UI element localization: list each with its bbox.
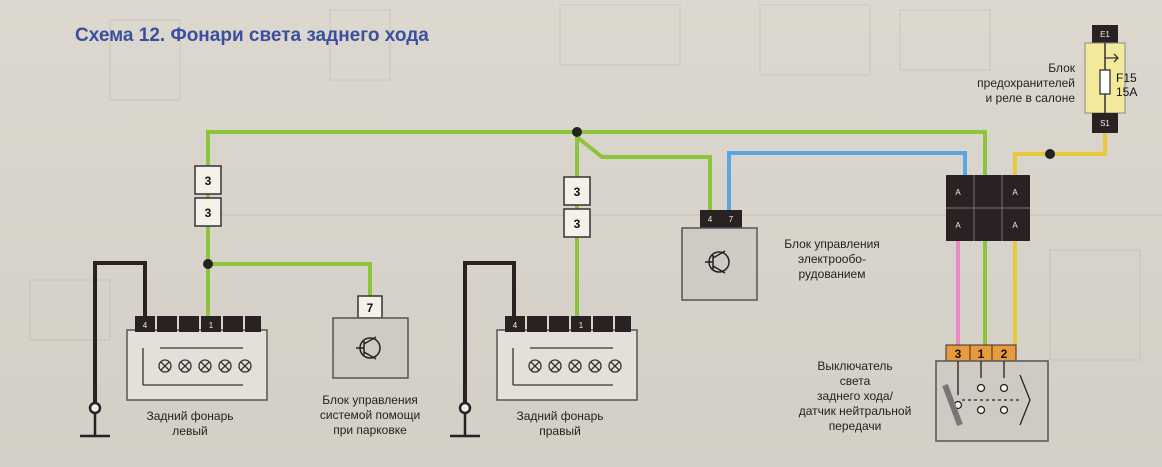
electro-equipment-unit: 4 7 Блок управления электрообо- рудовани…	[681, 210, 880, 301]
lamp-left-label-line1: Задний фонарь	[146, 409, 233, 423]
switch-label-line4: датчик нейтральной	[799, 404, 912, 418]
junction-dot-top	[572, 127, 582, 137]
parking-label-line2: системой помощи	[320, 408, 420, 422]
electro-label-line1: Блок управления	[784, 237, 880, 251]
bulb-icon	[178, 359, 192, 373]
switch-contacts-icon	[942, 361, 1031, 427]
fuse-label-line2: предохранителей	[977, 76, 1075, 90]
relay-connector-block: A A A A	[946, 175, 1030, 241]
switch-label-line5: передачи	[829, 419, 882, 433]
transistor-icon	[356, 336, 381, 360]
fuse-rating: 15A	[1116, 85, 1137, 99]
reverse-light-switch: 3 1 2 Выключатель света заднего хода/ да…	[799, 344, 1049, 442]
fuse-pin-top: E1	[1100, 30, 1110, 39]
ground-wire-right	[463, 261, 516, 405]
bulb-icon	[588, 359, 602, 373]
electro-label-line2: электрообо-	[798, 252, 866, 266]
connector-left-lower-label: 3	[205, 206, 212, 220]
electro-pin-7: 7	[729, 215, 734, 224]
ground-terminal-right	[458, 401, 472, 415]
tail-lamp-left: 4 1 Задний фонарь левый	[126, 316, 268, 438]
switch-label-line2: света	[840, 374, 871, 388]
switch-pin-3: 3	[955, 347, 962, 361]
fuse-icon	[1099, 69, 1111, 95]
transistor-icon	[705, 250, 730, 274]
junction-dots	[203, 127, 1055, 269]
connector-right-lower-label: 3	[574, 217, 581, 231]
bulb-icon	[218, 359, 232, 373]
ground-terminal-left	[88, 401, 102, 415]
lamp-right-label-line1: Задний фонарь	[516, 409, 603, 423]
relay-pin-a1: A	[955, 188, 961, 197]
parking-label-line1: Блок управления	[322, 393, 418, 407]
diagram-title: Схема 12. Фонари света заднего хода	[75, 25, 429, 46]
lamp-right-label-line2: правый	[539, 424, 581, 438]
switch-label-line3: заднего хода/	[817, 389, 894, 403]
lamp-left-bulbs	[142, 347, 252, 386]
lamp-right-bulbs	[512, 347, 622, 386]
ground-symbols	[80, 401, 480, 438]
ground-wires	[93, 261, 516, 405]
tail-lamp-right: 4 1 Задний фонарь правый	[496, 316, 638, 438]
parking-pin-label: 7	[367, 301, 374, 315]
connector-right: 3 3	[563, 176, 591, 238]
green-to-electro	[575, 135, 712, 210]
connector-left-upper-label: 3	[205, 174, 212, 188]
electro-label-line3: рудованием	[799, 267, 866, 281]
parking-assist-unit: 7 Блок управления системой помощи при па…	[320, 295, 420, 437]
lamp-right-pin-strip	[505, 316, 631, 332]
connector-right-upper-label: 3	[574, 185, 581, 199]
relay-pin-a4: A	[1012, 221, 1018, 230]
bulb-icon	[238, 359, 252, 373]
parking-label-line3: при парковке	[333, 423, 407, 437]
fuse-block: E1 S1 F15 15A Блок предохранителей и рел…	[977, 25, 1137, 133]
bulb-icon	[608, 359, 622, 373]
yellow-wire	[1013, 133, 1107, 345]
junction-dot-left	[203, 259, 213, 269]
green-to-parking	[208, 262, 372, 296]
junction-dot-yellow	[1045, 149, 1055, 159]
electro-pin-4: 4	[708, 215, 713, 224]
switch-pin-2: 2	[1001, 347, 1008, 361]
lamp-right-pin-4: 4	[513, 321, 518, 330]
switch-pin-1: 1	[978, 347, 985, 361]
bulb-icon	[548, 359, 562, 373]
fuse-label-line3: и реле в салоне	[986, 91, 1076, 105]
relay-pin-a2: A	[955, 221, 961, 230]
fuse-id: F15	[1116, 71, 1137, 85]
bulb-icon	[158, 359, 172, 373]
arrow-right-icon	[1105, 53, 1119, 63]
lamp-left-pin-strip	[135, 316, 261, 332]
lamp-left-pin-4: 4	[143, 321, 148, 330]
lamp-left-label-line2: левый	[172, 424, 207, 438]
lamp-right-pin-1: 1	[579, 321, 584, 330]
ground-wire-left	[93, 261, 147, 405]
bulb-icon	[528, 359, 542, 373]
switch-label-line1: Выключатель	[817, 359, 892, 373]
bulb-icon	[198, 359, 212, 373]
lamp-left-pin-1: 1	[209, 321, 214, 330]
fuse-label-line1: Блок	[1048, 61, 1076, 75]
relay-pin-a3: A	[1012, 188, 1018, 197]
connector-left: 3 3	[194, 165, 222, 227]
blue-wire	[727, 151, 967, 210]
fuse-pin-bottom: S1	[1100, 119, 1110, 128]
background-ghost	[29, 4, 1162, 361]
bulb-icon	[568, 359, 582, 373]
